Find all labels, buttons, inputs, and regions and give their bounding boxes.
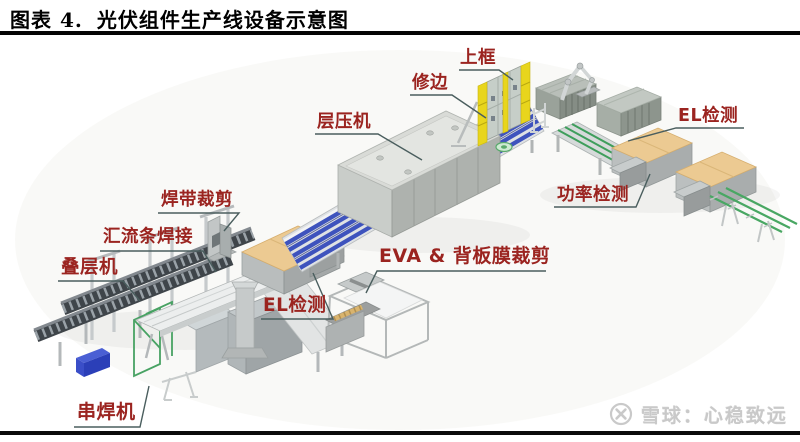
small-stand [161, 371, 198, 401]
figure-label: 图表 4. [10, 8, 83, 32]
leader-frame-up [459, 69, 514, 81]
label-laminator: 层压机 [317, 112, 371, 132]
leader-el-right [627, 127, 744, 142]
label-stacking-machine: 叠层机 [61, 257, 119, 278]
robot-arm [560, 62, 601, 101]
watermark-text: 雪球：心稳致远 [640, 404, 788, 427]
leader-busbar [100, 250, 217, 273]
figure-header: 图表 4. 光伏组件生产线设备示意图 [10, 4, 349, 32]
title-rule [0, 31, 800, 35]
blue-unit [76, 348, 110, 377]
leader-eva [365, 270, 546, 294]
leader-string [74, 385, 150, 428]
leader-laminator [315, 133, 423, 161]
ribbon-cutting-machine [203, 215, 237, 262]
figure-title: 光伏组件生产线设备示意图 [96, 8, 349, 32]
leader-power [554, 173, 651, 208]
label-string-welder: 串焊机 [77, 401, 136, 423]
xueqiu-snowball-icon [609, 402, 633, 426]
leader-el-bottom [261, 272, 335, 320]
framing-station [451, 61, 531, 153]
leader-trimming [410, 94, 487, 119]
label-ribbon-cutting: 焊带裁剪 [161, 190, 233, 210]
trim-machine-2 [595, 86, 663, 137]
label-busbar-welding: 汇流条焊接 [103, 227, 193, 247]
eva-backsheet-cutter [325, 271, 431, 359]
leader-stacker [58, 280, 141, 302]
outfeed-rail-conveyor [709, 187, 798, 243]
yellow-posts [477, 61, 531, 147]
label-power-test: 功率检测 [557, 185, 629, 205]
label-el-test-bottom: EL检测 [263, 295, 327, 316]
support-pillar [221, 281, 269, 359]
watermark: 雪球：心稳致远 [609, 400, 788, 428]
label-el-test-right: EL检测 [678, 106, 739, 126]
laminator-machine [337, 110, 501, 238]
test-line [530, 62, 798, 243]
green-frame [133, 300, 173, 378]
label-eva-backsheet-cutting: EVA & 背板膜裁剪 [379, 245, 551, 267]
bottom-rule [0, 431, 800, 435]
el-test-machine-2 [609, 127, 693, 192]
leader-lines [58, 69, 744, 428]
label-frame-up: 上框 [460, 48, 496, 68]
buffer-rack [530, 103, 549, 133]
leader-ribbon [158, 212, 241, 232]
gantry-caps [85, 204, 235, 264]
label-trimming: 修边 [412, 73, 448, 93]
